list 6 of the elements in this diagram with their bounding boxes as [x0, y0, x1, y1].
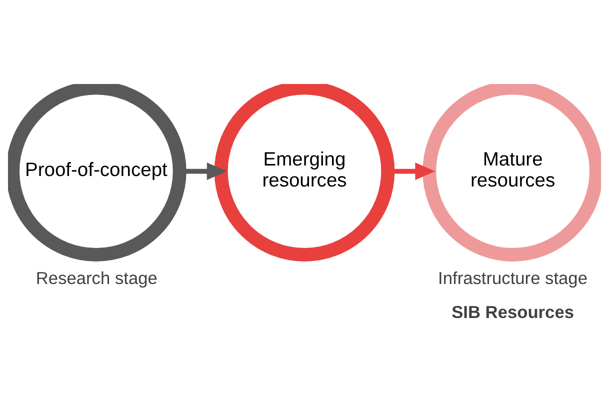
node-circle: Proof-of-concept: [8, 84, 186, 262]
node-circle: Emerging resources: [214, 84, 395, 262]
node-circle: Mature resources: [422, 84, 601, 262]
label: Research stage: [36, 268, 158, 288]
label: SIB Resources: [452, 302, 574, 322]
label: Infrastructure stage: [438, 268, 588, 288]
